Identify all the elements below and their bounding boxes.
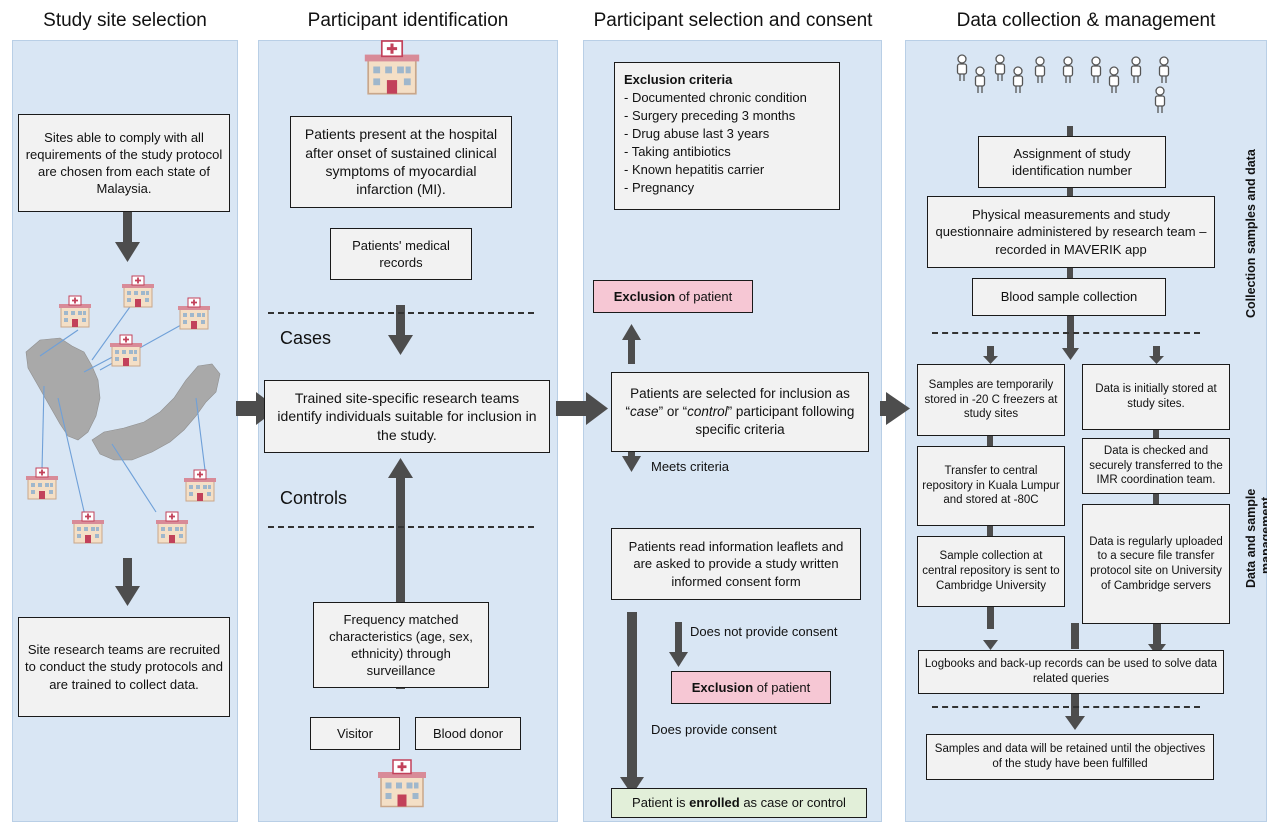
arrow-down-icon [115,126,1166,795]
heading-data-collection: Data collection & management [956,10,1216,31]
does-consent-label: Does provide consent [651,722,777,737]
side-label-collection: Collection samples and data [1244,149,1258,318]
research-teams-box: Site research teams are recruited to con… [18,617,230,717]
exclusion-of-patient-box-top: Exclusion of patient [593,280,753,313]
frequency-matched-box: Frequency matched characteristics (age, … [313,602,489,688]
heading-study-site: Study site selection [43,10,207,31]
heading-participant-selection: Participant selection and consent [593,10,873,31]
visitor-box: Visitor [310,717,400,750]
cases-label: Cases [280,328,332,348]
meets-criteria-label: Meets criteria [651,459,730,474]
physical-measurements-box: Physical measurements and study question… [927,196,1215,268]
controls-label: Controls [280,488,348,508]
selected-text-control: control [687,404,728,420]
transfer-repository-box: Transfer to central repository in Kuala … [917,446,1065,526]
dashed-separator [932,706,1200,708]
patient-enrolled-box: Patient is enrolled as case or control [611,788,867,818]
dashed-separator [268,526,534,528]
exclusion-criteria-title: Exclusion criteria [624,72,733,87]
selected-text-post: ” participant following specific criteri… [695,404,855,437]
exclusion-bold: Exclusion [613,288,676,304]
sample-cambridge-box: Sample collection at central repository … [917,536,1065,607]
samples-stored-box: Samples are temporarily stored in -20 C … [917,364,1065,436]
selected-text-case: case [630,404,659,420]
data-stored-box: Data is initially stored at study sites. [1082,364,1230,430]
patients-present-box: Patients present at the hospital after o… [290,116,512,208]
information-leaflets-box: Patients read information leaflets and a… [611,528,861,600]
heading-participant-identification: Participant identification [307,10,509,31]
enrolled-text-bold: enrolled [689,795,740,811]
exclusion-rest: of patient [753,679,811,695]
malaysia-map [25,337,221,461]
criterion-item: - Taking antibiotics [624,143,731,159]
trained-teams-box: Trained site-specific research teams ide… [264,380,550,453]
criterion-item: - Drug abuse last 3 years [624,126,770,142]
criterion-item: - Pregnancy [624,179,695,195]
enrolled-text-post: as case or control [739,795,846,811]
hospital-icon-top [363,39,421,96]
retained-box: Samples and data will be retained until … [926,734,1214,780]
selected-text-mid: ” or “ [658,404,688,420]
no-consent-label: Does not provide consent [690,624,838,639]
selected-inclusion-box: Patients are selected for inclusion as “… [611,372,869,452]
selected-text-pre: Patients are selected for inclusion as “ [625,386,850,420]
dashed-separator [932,332,1200,334]
sites-box: Sites able to comply with all requiremen… [18,114,230,212]
blood-donor-box: Blood donor [415,717,521,750]
data-checked-box: Data is checked and securely transferred… [1082,438,1230,494]
exclusion-criteria-list: - Documented chronic condition - Surgery… [624,89,807,197]
exclusion-criteria-box: Exclusion criteria - Documented chronic … [614,62,840,210]
medical-records-box: Patients' medical records [330,228,472,280]
exclusion-of-patient-box-bottom: Exclusion of patient [671,671,831,704]
blood-sample-box: Blood sample collection [972,278,1166,316]
side-label-management-1: Data and sample [1244,488,1258,588]
people-icon [956,54,1170,114]
data-uploaded-box: Data is regularly uploaded to a secure f… [1082,504,1230,624]
criterion-item: - Surgery preceding 3 months [624,108,796,124]
exclusion-rest: of patient [675,288,733,304]
hospital-icon-bottom [376,758,428,808]
exclusion-bold: Exclusion [691,679,754,695]
enrolled-text-pre: Patient is [632,795,690,811]
dashed-separator [268,312,534,314]
criterion-item: - Documented chronic condition [624,90,807,106]
criterion-item: - Known hepatitis carrier [624,161,765,177]
logbooks-box: Logbooks and back-up records can be used… [918,650,1224,694]
assignment-box: Assignment of study identification numbe… [978,136,1166,188]
